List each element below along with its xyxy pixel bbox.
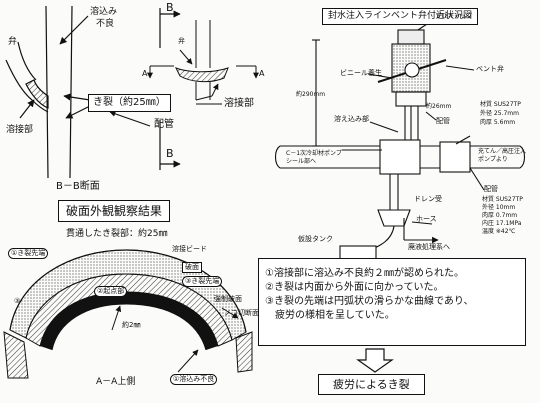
valve-label: 弁	[8, 37, 18, 47]
finding-3: ③き裂の先端は円弧状の滑らかな曲線であり、	[265, 296, 474, 307]
findings-box: ①溶接部に溶込み不良約２㎜が認められた。 ②き裂は内面から外面に向かっていた。 …	[258, 258, 526, 346]
saw-cut-label: ノコ切断面	[224, 309, 259, 317]
mini-a-right: A	[259, 69, 265, 78]
spec-block-2: 材質 SUS27TP 外径 10mm 肉厚 0.7mm 内圧 17.1MPa 温…	[482, 196, 523, 236]
section-mark-bottom: B	[166, 147, 174, 160]
pipe-label: 配管	[154, 119, 174, 130]
weld-part-right-label: 溶え込み部	[334, 115, 369, 123]
pump-seal-label: C－1次冷却材ポンプ シール部へ	[286, 150, 342, 165]
crack-tip-tag-3: ③き裂先端	[182, 276, 223, 287]
spec2-thickness: 肉厚 0.7mm	[482, 212, 518, 219]
mini-a-left: A	[142, 69, 148, 78]
spec2-material: 材質 SUS27TP	[482, 196, 523, 203]
spec2-od: 外径 10mm	[482, 204, 516, 211]
dim-26-label: 約26mm	[426, 103, 452, 110]
conclusion-box: 疲労によるき裂	[318, 374, 425, 395]
finding-2: ②き裂は内面から外面に向かっていた。	[265, 282, 444, 293]
approx-2mm-label: 約2㎜	[122, 321, 141, 329]
spec1-od: 外径 25.7mm	[480, 110, 519, 117]
drain-label: ドレン受	[414, 195, 442, 203]
spec2-pressure: 内圧 17.1MPa	[482, 220, 522, 227]
finding-4: 疲労の様相を呈していた。	[265, 310, 395, 321]
pipe-right-label-2: 配管	[484, 185, 498, 193]
vent-valve-label: ベント弁	[476, 65, 504, 73]
crack-tip-tag-1: ①き裂先端	[8, 248, 49, 259]
callout-arrows	[109, 83, 222, 127]
waste-system-label: 廃液処理系へ	[408, 243, 450, 251]
lack-of-fusion-tag: ①溶込み不良	[170, 374, 218, 385]
crack-length-callout: き裂（約25㎜）	[88, 94, 171, 112]
spec1-thickness: 肉厚 5.6mm	[480, 119, 516, 126]
spec2-temperature: 温度 ※42℃	[482, 228, 516, 235]
aa-mini-view	[147, 20, 259, 100]
fracture-tag: 破面	[182, 262, 202, 273]
bb-section-sketch	[5, 5, 91, 179]
circle-3-label: ③	[14, 297, 21, 305]
check-cap-label: 逆止キャップ	[436, 13, 473, 20]
aa-upper-label: A－A上側	[96, 377, 136, 387]
vinyl-tape-label: ビニール養生	[340, 69, 382, 77]
conclusion-arrow	[356, 348, 394, 373]
fracture-title: 破面外観観察結果	[58, 200, 171, 222]
charging-pump-label: 充てん／高圧注入 ポンプより	[478, 148, 527, 163]
spec1-material: 材質 SUS27TP	[480, 101, 521, 108]
dim-290-label: 約290mm	[296, 91, 326, 98]
lack-of-fusion-label-2: 不良	[96, 19, 115, 29]
pipe-right-label: 配管	[436, 117, 450, 125]
section-mark-top: B	[166, 1, 174, 14]
fracture-surface-view	[3, 249, 253, 379]
origin-tag: ②起点部	[94, 286, 128, 297]
vent-diagram-title: 封水注入ラインベント弁付近状況図	[322, 8, 479, 25]
mini-valve-label: 弁	[178, 37, 185, 45]
bb-section-label: B－B断面	[56, 181, 100, 192]
forced-fracture-label: 強制破面	[214, 295, 242, 303]
weld-part-label: 溶接部	[224, 98, 254, 109]
section-markers	[159, 8, 181, 170]
system-diagram	[274, 17, 526, 263]
lack-of-fusion-label-1: 溶込み	[90, 7, 118, 17]
temp-tank-label: 仮設タンク	[298, 235, 333, 243]
weld-bead-label: 溶接ビード	[172, 245, 207, 253]
finding-1: ①溶接部に溶込み不良約２㎜が認められた。	[265, 268, 464, 279]
through-crack-label: 貫通したき裂部：約25㎜	[66, 229, 168, 239]
weld-zone-label: 溶接部	[6, 125, 34, 135]
spec-block-1: 材質 SUS27TP 外径 25.7mm 肉厚 5.6mm	[480, 100, 521, 127]
hose-label: ホース	[416, 215, 437, 223]
